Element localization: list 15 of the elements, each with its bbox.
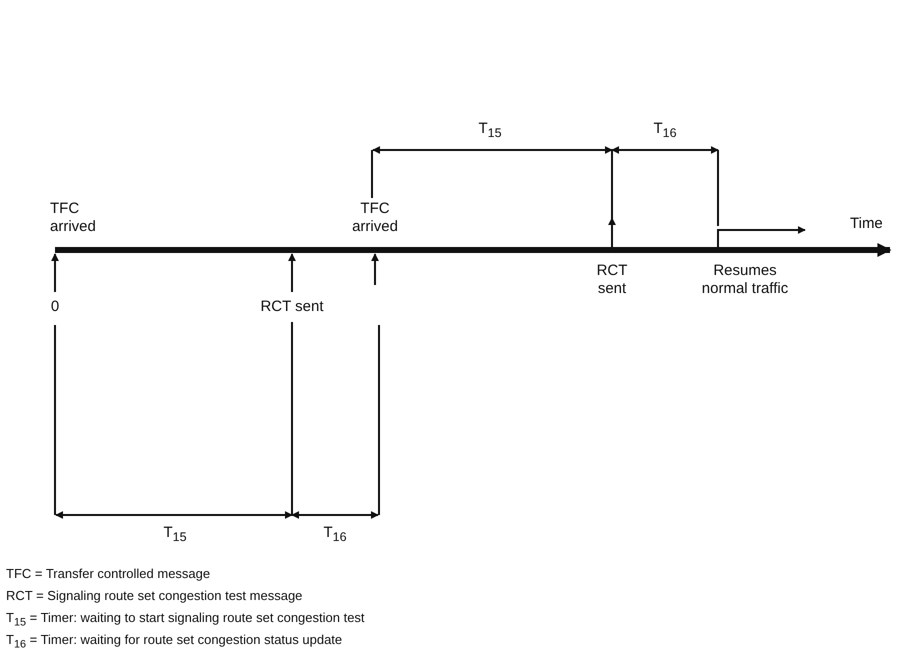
event-label: RCT sent xyxy=(596,262,628,298)
timer-label: T$_{16}$ xyxy=(322,524,348,546)
key-note: T$_{15}$ = Timer: waiting to start signaling route set congestion test xyxy=(6,609,365,631)
event-label: TFC arrived xyxy=(351,200,399,236)
event-label: Resumes normal traffic xyxy=(700,262,790,298)
timer-label: T$_{16}$ xyxy=(652,120,678,142)
axis-label: Time xyxy=(850,215,884,233)
key-note: TFC = Transfer controlled message xyxy=(6,565,210,583)
timer-label: T$_{15}$ xyxy=(477,120,503,142)
timer-label: T$_{15}$ xyxy=(162,524,188,546)
time-zero-label: 0 xyxy=(50,298,60,316)
event-label: RCT sent xyxy=(259,298,325,316)
event-label: TFC arrived xyxy=(50,200,97,236)
key-note: RCT = Signaling route set congestion test message xyxy=(6,587,302,605)
key-note: T$_{16}$ = Timer: waiting for route set congestion status update xyxy=(6,631,342,653)
